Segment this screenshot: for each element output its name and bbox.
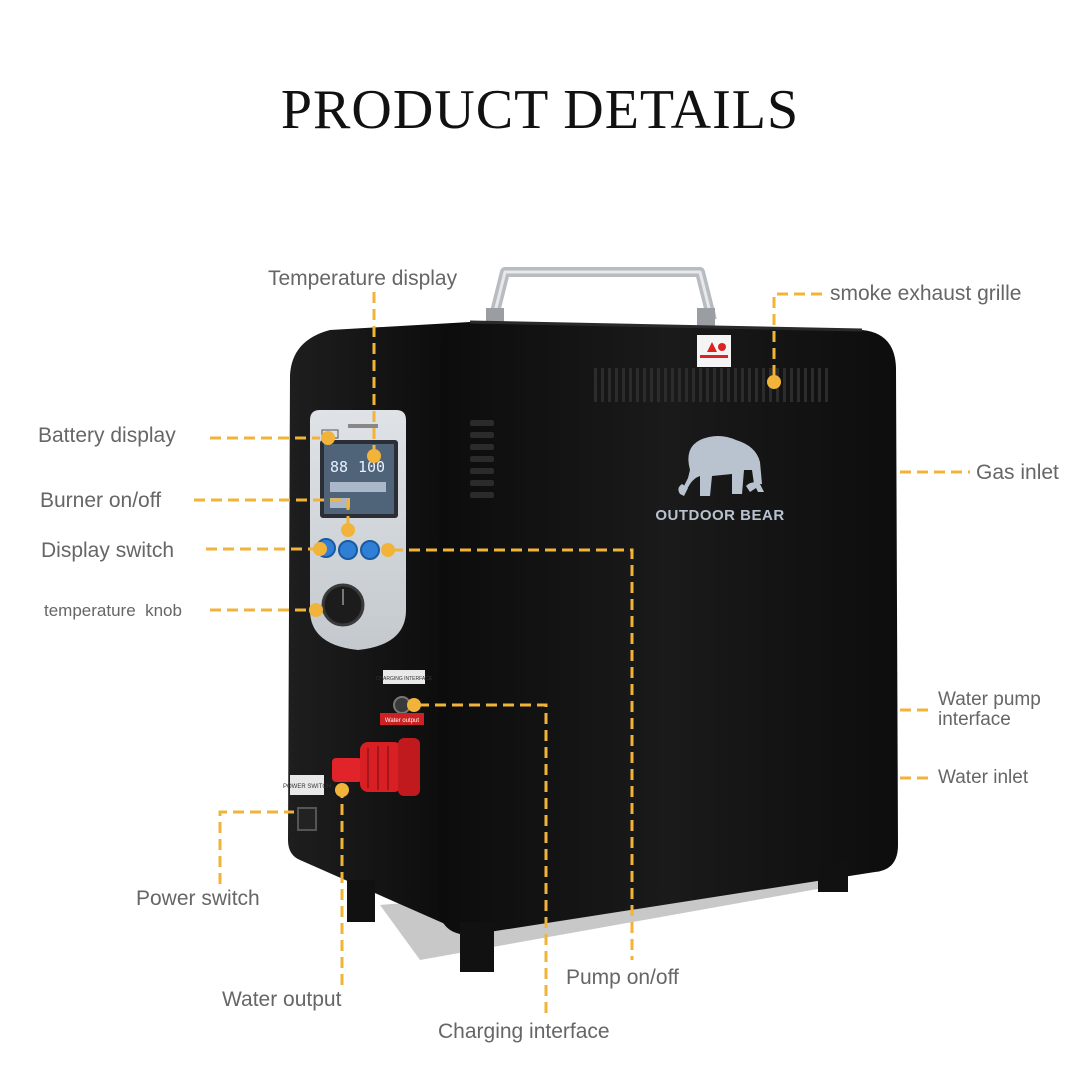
grille-slat bbox=[790, 368, 793, 402]
label-battery-display: Battery display bbox=[38, 424, 176, 447]
grille-slat bbox=[629, 368, 632, 402]
grille-slat bbox=[727, 368, 730, 402]
label-pump-onoff: Pump on/off bbox=[566, 966, 679, 989]
smoke-exhaust-grille bbox=[594, 368, 828, 402]
lcd-readout-right: 100 bbox=[358, 458, 385, 476]
grille-slat bbox=[685, 368, 688, 402]
leader-lines bbox=[194, 292, 970, 1015]
water-output-connector bbox=[332, 738, 420, 796]
carry-handle bbox=[486, 267, 717, 328]
grille-slat bbox=[636, 368, 639, 402]
caution-sticker bbox=[697, 335, 731, 367]
burner-button bbox=[338, 540, 358, 560]
grille-slat bbox=[825, 368, 828, 402]
grille-slat bbox=[741, 368, 744, 402]
label-temperature-display: Temperature display bbox=[268, 267, 458, 290]
label-temperature-knob: temperature knob bbox=[44, 601, 182, 620]
grille-slat bbox=[811, 368, 814, 402]
label-smoke-exhaust-grille: smoke exhaust grille bbox=[830, 282, 1022, 305]
grille-slat bbox=[615, 368, 618, 402]
grille-slat bbox=[797, 368, 800, 402]
grille-slat bbox=[804, 368, 807, 402]
grille-slat bbox=[762, 368, 765, 402]
grille-slat bbox=[594, 368, 597, 402]
foot-front-mid bbox=[460, 922, 494, 972]
grille-slat bbox=[706, 368, 709, 402]
grille-slat bbox=[755, 368, 758, 402]
grille-slat bbox=[818, 368, 821, 402]
pump-button bbox=[360, 540, 380, 560]
grille-slat bbox=[664, 368, 667, 402]
page-title: PRODUCT DETAILS bbox=[280, 79, 800, 141]
label-water-inlet: Water inlet bbox=[938, 767, 1029, 788]
grille-slat bbox=[748, 368, 751, 402]
power-sticker-text: POWER SWITCH bbox=[283, 784, 331, 790]
grille-slat bbox=[671, 368, 674, 402]
charging-sticker-text: CHARGING INTERFACE bbox=[376, 676, 433, 682]
label-water-output: Water output bbox=[222, 988, 342, 1011]
water-output-sticker-text: Water output bbox=[385, 718, 419, 724]
grille-slat bbox=[678, 368, 681, 402]
grille-slat bbox=[713, 368, 716, 402]
label-burner-onoff: Burner on/off bbox=[40, 489, 162, 512]
label-gas-inlet: Gas inlet bbox=[976, 461, 1059, 484]
grille-slat bbox=[692, 368, 695, 402]
lcd-readout-left: 88 bbox=[330, 458, 348, 476]
label-power-switch: Power switch bbox=[136, 887, 260, 910]
label-display-switch: Display switch bbox=[41, 539, 175, 562]
grille-slat bbox=[622, 368, 625, 402]
grille-slat bbox=[734, 368, 737, 402]
power-switch-area: POWER SWITCH bbox=[283, 775, 331, 831]
side-vents bbox=[470, 420, 494, 498]
charging-port-area: CHARGING INTERFACE Water output bbox=[376, 670, 433, 725]
brand-text: OUTDOOR BEAR bbox=[655, 507, 784, 524]
grille-slat bbox=[699, 368, 702, 402]
unit-front-face bbox=[438, 322, 898, 935]
label-water-pump-interface: Water pump interface bbox=[938, 689, 1041, 730]
grille-slat bbox=[657, 368, 660, 402]
label-charging-interface: Charging interface bbox=[438, 1020, 610, 1043]
foot-back-right bbox=[818, 862, 848, 892]
grille-slat bbox=[783, 368, 786, 402]
grille-slat bbox=[650, 368, 653, 402]
grille-slat bbox=[601, 368, 604, 402]
control-panel: 88 100 bbox=[310, 410, 406, 650]
grille-slat bbox=[608, 368, 611, 402]
grille-slat bbox=[643, 368, 646, 402]
foot-front-left bbox=[347, 880, 375, 922]
grille-slat bbox=[720, 368, 723, 402]
elephant-logo bbox=[678, 436, 764, 496]
